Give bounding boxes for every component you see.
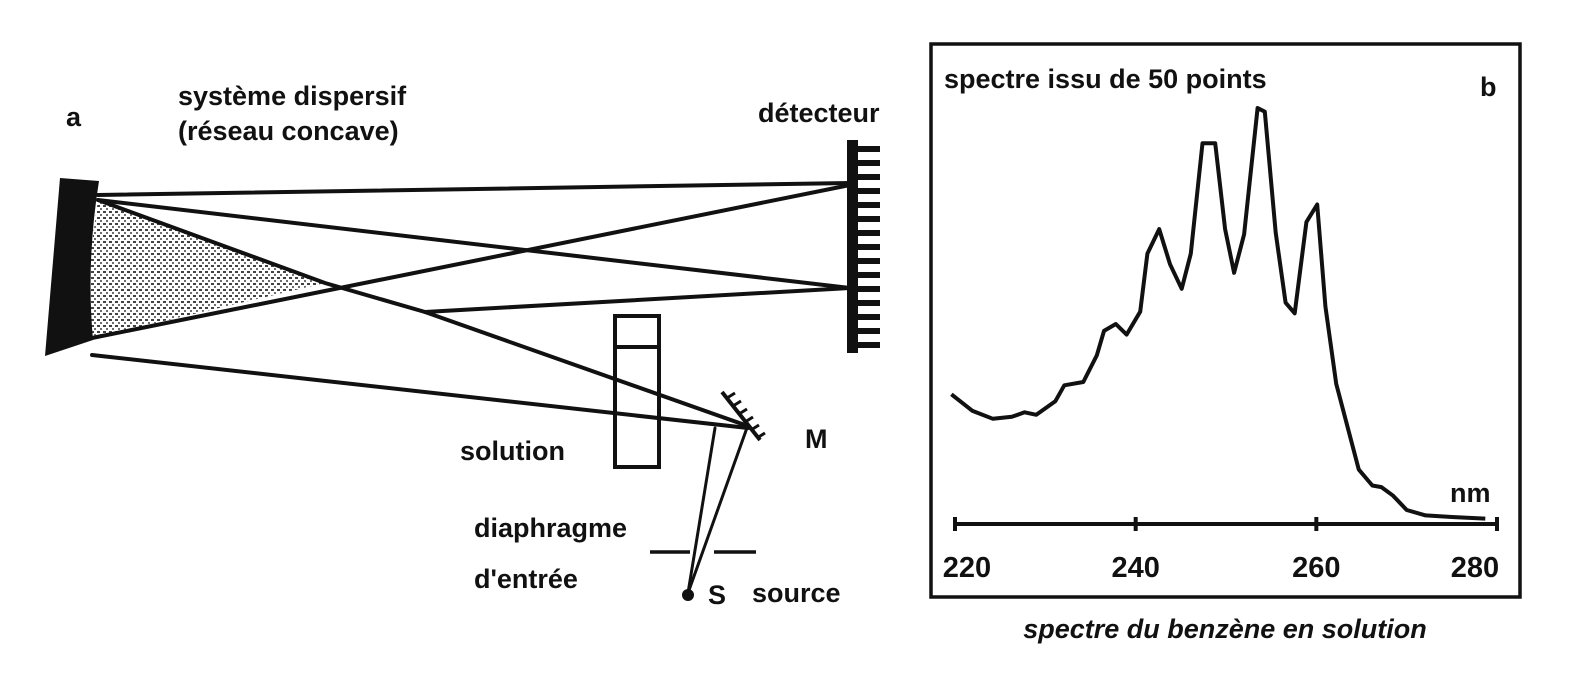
detector-element — [858, 230, 880, 236]
dispersed-light-region — [88, 200, 325, 338]
label-source: source — [752, 578, 841, 608]
detector-element — [858, 314, 880, 320]
x-tick-label: 240 — [1111, 552, 1159, 584]
label-dispersive-system: système dispersif — [178, 81, 407, 111]
detector-element — [858, 146, 880, 152]
ray — [686, 423, 750, 595]
label-entrance: d'entrée — [474, 564, 578, 594]
label-detector: détecteur — [758, 98, 880, 128]
label-diaphragm: diaphragme — [474, 513, 627, 543]
ray — [686, 426, 717, 595]
concave-grating — [45, 178, 99, 356]
detector-element — [858, 188, 880, 194]
x-axis-unit: nm — [1450, 478, 1491, 508]
label-mirror: M — [805, 424, 828, 454]
panel-label-a: a — [66, 102, 82, 132]
chart-title: spectre issu de 50 points — [944, 64, 1267, 94]
detector-element — [858, 328, 880, 334]
label-concave-grating: (réseau concave) — [178, 116, 399, 146]
mirror-m — [720, 390, 766, 442]
panel-label-b: b — [1480, 72, 1497, 102]
ray — [96, 198, 747, 427]
detector-element — [858, 160, 880, 166]
ray — [96, 198, 852, 290]
detector-element — [858, 272, 880, 278]
ray — [96, 181, 852, 197]
detector-element — [858, 202, 880, 208]
detector-element — [858, 286, 880, 292]
detector-element — [858, 216, 880, 222]
x-tick-label: 260 — [1292, 552, 1340, 584]
x-tick-label: 280 — [1451, 552, 1499, 584]
x-tick-label: 220 — [943, 552, 991, 584]
detector-array — [847, 140, 880, 353]
label-solution: solution — [460, 436, 565, 466]
source-point — [682, 589, 694, 601]
detector-element — [858, 342, 880, 348]
ray — [423, 286, 852, 314]
chart-frame — [929, 42, 1522, 599]
chart-caption: spectre du benzène en solution — [1023, 614, 1427, 644]
detector-element — [858, 300, 880, 306]
label-source-letter: S — [708, 580, 726, 610]
spectrum-chart: spectre issu de 50 points b nm 220 240 260… — [929, 42, 1522, 644]
ray — [90, 183, 852, 340]
detector-element — [858, 244, 880, 250]
ray — [90, 353, 750, 430]
spectrum-line — [950, 106, 1486, 521]
detector-element — [858, 258, 880, 264]
spectrometer-diagram: a système dispersif (réseau concave) dét… — [45, 81, 880, 610]
detector-element — [858, 174, 880, 180]
solution-cuvette — [613, 314, 661, 469]
